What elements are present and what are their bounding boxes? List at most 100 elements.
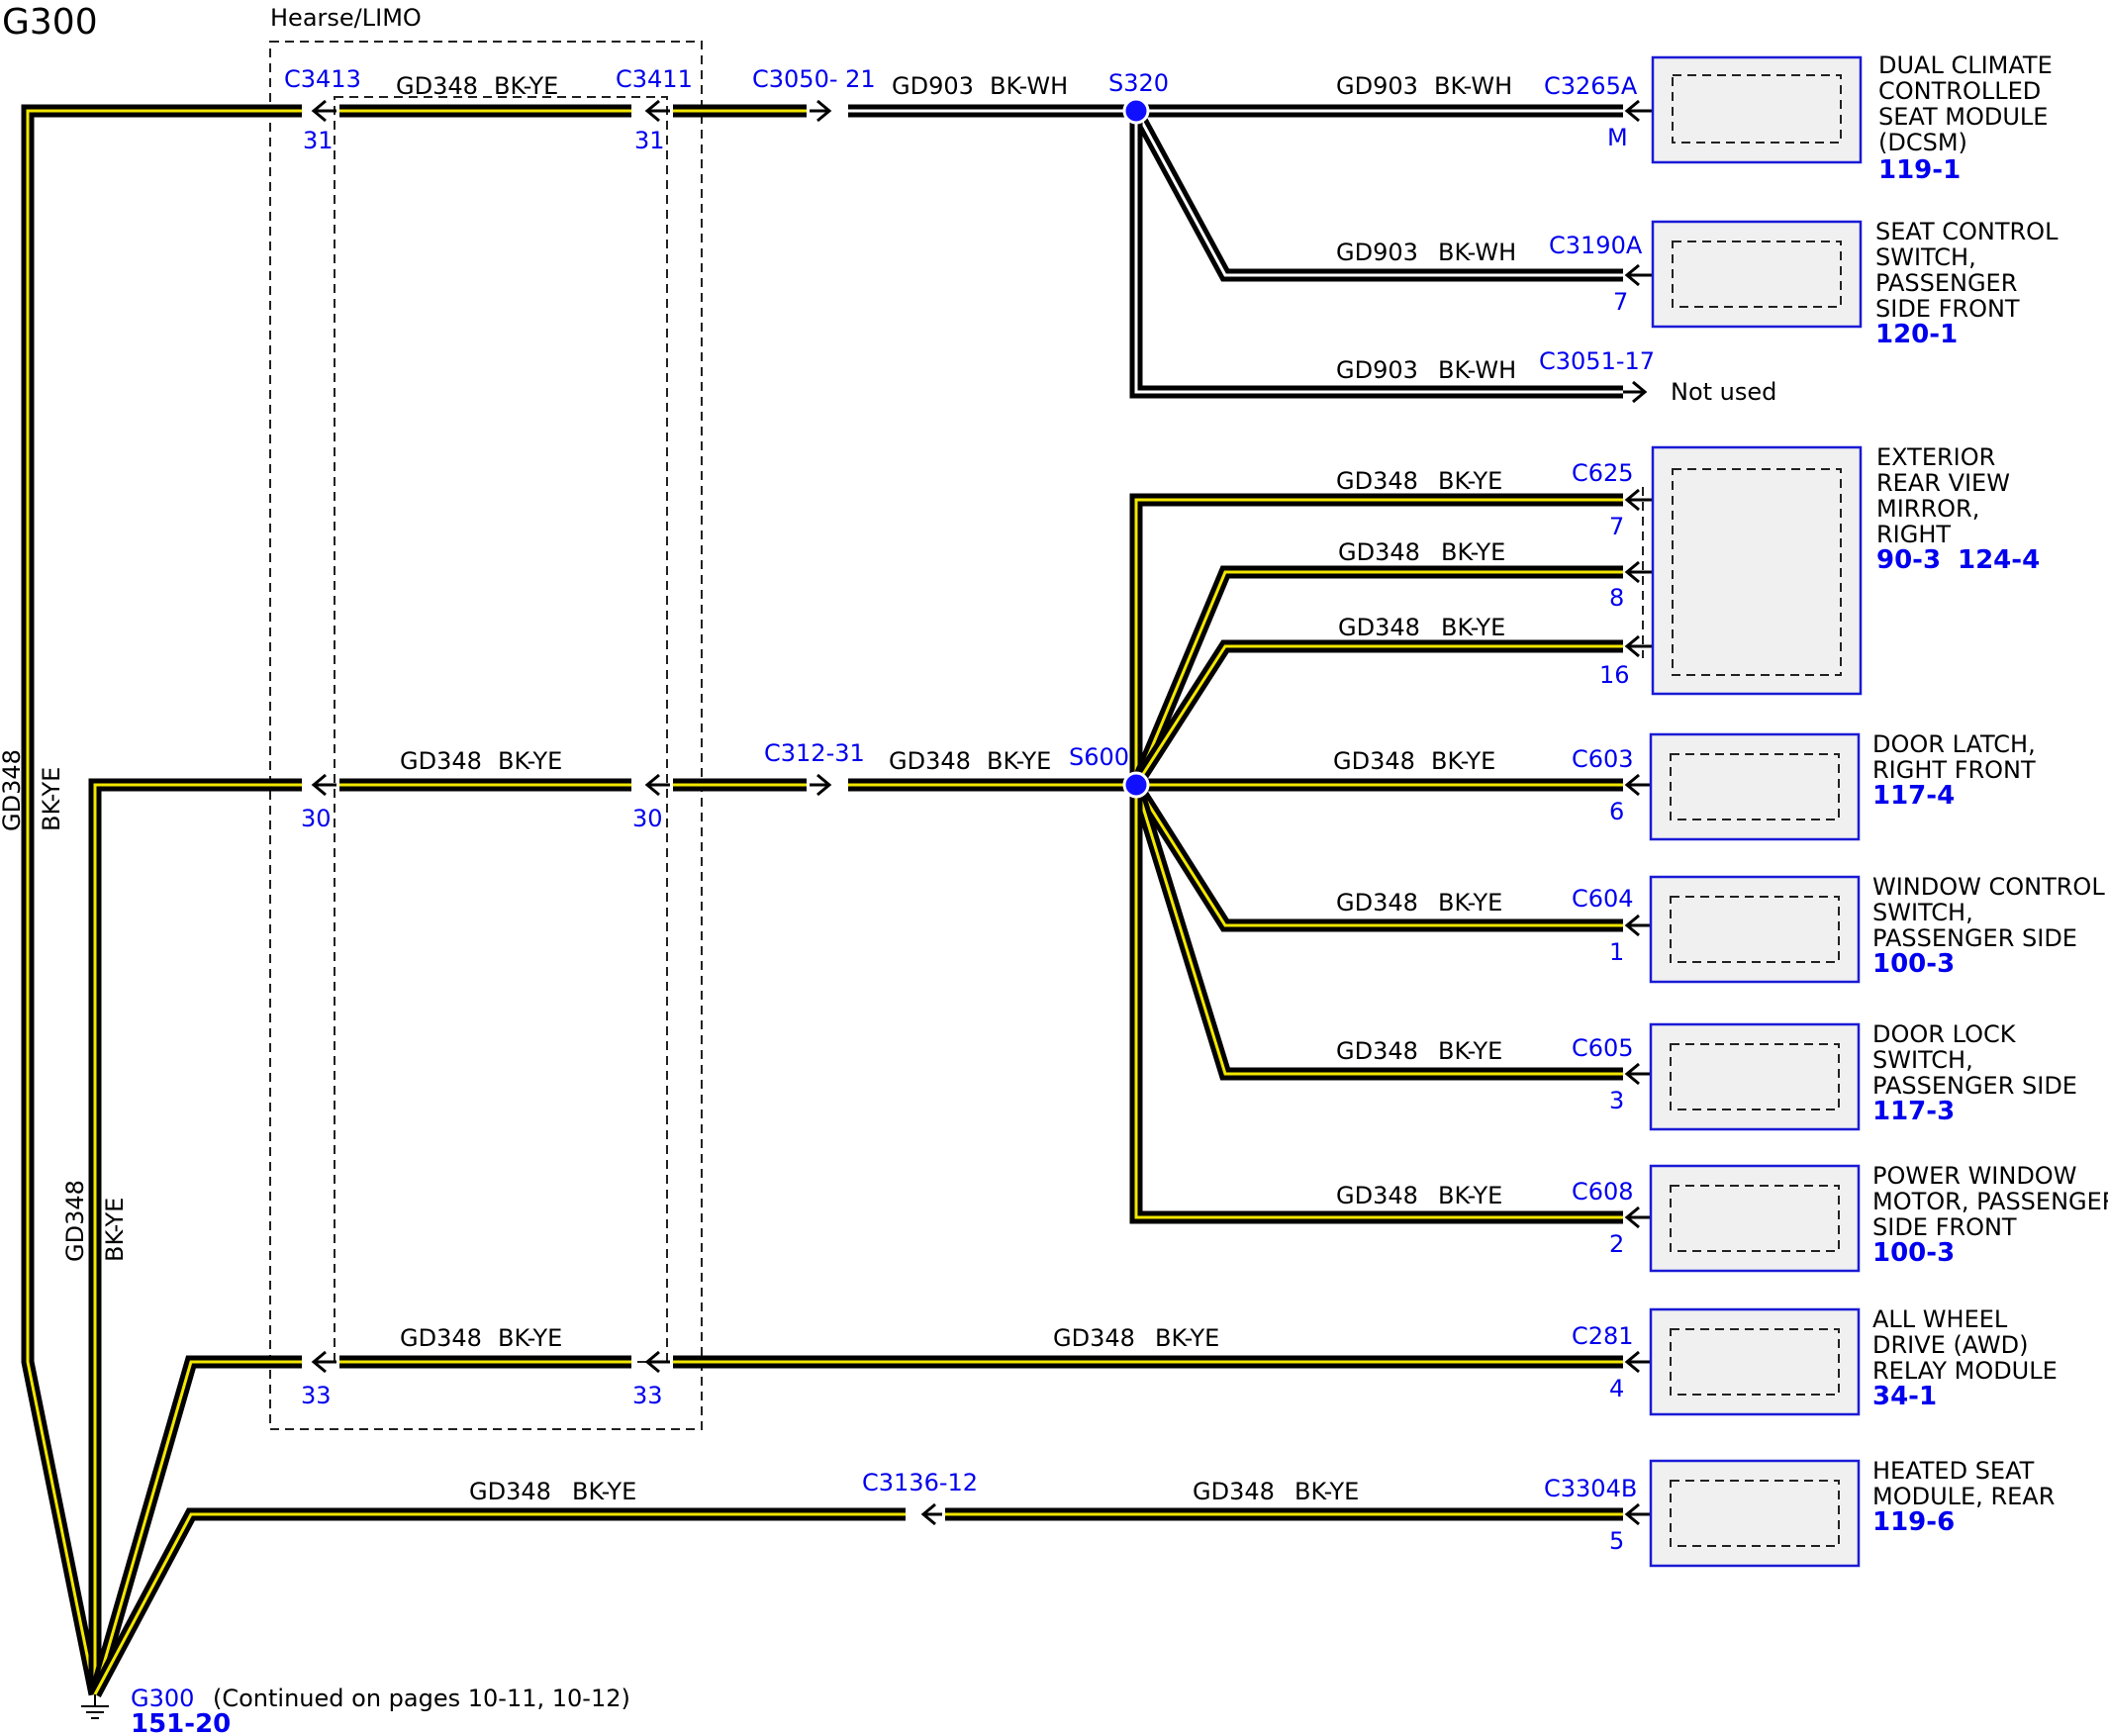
component-door-latch (1649, 732, 1861, 841)
connector-c3050-label: C3050- 21 (752, 65, 876, 93)
c3413-pin33-arrow-icon (311, 1350, 336, 1374)
wire-gd348-s600-c604 (1130, 781, 1623, 932)
wire-label-color: BK-WH (1438, 239, 1516, 266)
pin-c3413-31: 31 (303, 127, 334, 154)
connector-c608-label: C608 (1572, 1178, 1634, 1206)
hearse-limo-label: Hearse/LIMO (270, 4, 422, 32)
component-page-ref[interactable]: 117-4 (1872, 781, 1955, 811)
component-name-line: PASSENGER SIDE (1872, 1072, 2077, 1100)
wire-label-circuit-vertical: GD348 (0, 749, 26, 831)
component-page-ref[interactable]: 90-3 (1876, 545, 1941, 575)
component-name-line: PASSENGER (1875, 269, 2017, 297)
connector-c625-label: C625 (1572, 459, 1634, 487)
wire-label-color: BK-YE (987, 747, 1051, 775)
wire-label-color: BK-YE (1294, 1478, 1359, 1505)
component-name-line: SIDE FRONT (1875, 295, 2020, 323)
component-name-line: DOOR LATCH, (1872, 730, 2036, 758)
c3413-pin31-arrow-icon (311, 99, 336, 123)
c3411-pin31-arrow-icon (644, 99, 670, 123)
pin-c3413-33: 33 (301, 1382, 332, 1409)
connector-c3304b-label: C3304B (1544, 1475, 1637, 1502)
connector-c605-label: C605 (1572, 1034, 1634, 1062)
window-motor-text: POWER WINDOW MOTOR, PASSENGER SIDE FRONT… (1872, 1162, 2108, 1268)
component-name-line: POWER WINDOW (1872, 1162, 2076, 1190)
wire-label-color: BK-WH (1438, 356, 1516, 384)
c3413-pin30-arrow-icon (311, 773, 336, 797)
heated-seat-text: HEATED SEAT MODULE, REAR 119-6 (1872, 1457, 2055, 1537)
component-page-ref[interactable]: 34-1 (1872, 1382, 1937, 1411)
pin-c3304b: 5 (1609, 1527, 1624, 1555)
wire-label-color: BK-YE (498, 1324, 562, 1352)
c3051-arrow-icon (1623, 380, 1648, 404)
component-page-ref[interactable]: 100-3 (1872, 1238, 1955, 1268)
wire-gd348-trunk-30 (88, 778, 302, 1694)
pin-c604: 1 (1609, 938, 1624, 966)
component-name-line: SWITCH, (1875, 243, 1976, 271)
connector-c3411-top-label: C3411 (616, 65, 693, 93)
wire-label-circuit: GD903 (1336, 356, 1418, 384)
pin-c3190a: 7 (1613, 288, 1628, 316)
wire-label-color: BK-YE (1438, 889, 1502, 916)
pin-c608: 2 (1609, 1230, 1624, 1258)
hearse-limo-inner-outline (334, 96, 668, 1363)
component-seat-switch (1651, 220, 1863, 329)
component-page-ref[interactable]: 100-3 (1872, 949, 1955, 979)
c3050-arrow-icon (810, 99, 832, 123)
ground-name: G300 (131, 1685, 194, 1712)
awd-text: ALL WHEEL DRIVE (AWD) RELAY MODULE 34-1 (1872, 1305, 2058, 1411)
connector-c312-label: C312-31 (764, 739, 865, 767)
wire-gd348-branch-c3136 (89, 1507, 906, 1698)
component-dcsm (1651, 55, 1863, 164)
component-page-ref[interactable]: 117-3 (1872, 1097, 1955, 1126)
component-page-ref[interactable]: 120-1 (1875, 320, 1958, 349)
wire-gd348-s600-c625-16 (1130, 639, 1623, 789)
component-page-ref[interactable]: 119-1 (1878, 155, 1961, 185)
ground-page-ref[interactable]: 151-20 (131, 1709, 231, 1736)
wire-label-color-vertical: BK-YE (101, 1198, 129, 1262)
ground-continued-note: (Continued on pages 10-11, 10-12) (213, 1685, 630, 1712)
component-heated-seat (1649, 1459, 1861, 1568)
c3411-pin33-arrow-icon (644, 1350, 670, 1374)
window-switch-text: WINDOW CONTROL SWITCH, PASSENGER SIDE 10… (1872, 873, 2105, 979)
component-name-line: REAR VIEW (1876, 469, 2010, 497)
wire-label-circuit: GD348 (1336, 1182, 1418, 1209)
wire-label-circuit: GD348 (1338, 614, 1420, 641)
component-page-ref[interactable]: 119-6 (1872, 1507, 1955, 1537)
component-name-line: DRIVE (AWD) (1872, 1331, 2029, 1359)
wire-gd903-s320-c3190a (1130, 107, 1623, 282)
wire-label-circuit: GD348 (396, 72, 478, 100)
wire-label-circuit: GD348 (1336, 889, 1418, 916)
wire-label-color: BK-WH (1434, 72, 1512, 100)
pin-c281: 4 (1609, 1375, 1624, 1402)
wire-label-circuit: GD903 (1336, 72, 1418, 100)
component-door-lock (1649, 1022, 1861, 1131)
component-name-line: DOOR LOCK (1872, 1020, 2017, 1048)
component-name-line: SWITCH, (1872, 899, 1973, 926)
wire-label-circuit: GD348 (400, 1324, 482, 1352)
component-name-line: SEAT MODULE (1878, 103, 2048, 131)
door-lock-text: DOOR LOCK SWITCH, PASSENGER SIDE 117-3 (1872, 1020, 2077, 1126)
wire-label-circuit: GD348 (1053, 1324, 1135, 1352)
connector-c603-label: C603 (1572, 745, 1634, 773)
wire-gd348-s600-c605 (1129, 783, 1623, 1081)
c312-arrow-icon (810, 773, 832, 797)
wire-label-circuit: GD348 (889, 747, 971, 775)
wire-label-circuit: GD348 (1193, 1478, 1275, 1505)
connector-c604-label: C604 (1572, 885, 1634, 913)
hearse-limo-outline (269, 41, 703, 1430)
wire-label-color: BK-YE (1441, 614, 1505, 641)
component-name-line: CONTROLLED (1878, 77, 2041, 105)
wire-label-circuit: GD348 (1338, 538, 1420, 566)
component-name-line: MODULE, REAR (1872, 1483, 2055, 1510)
wire-label-color: BK-YE (494, 72, 558, 100)
component-window-motor (1649, 1164, 1861, 1273)
wire-label-color: BK-YE (498, 747, 562, 775)
component-name-line: (DCSM) (1878, 129, 1967, 156)
wire-label-circuit: GD903 (892, 72, 974, 100)
wire-gd348-s600-c625-8 (1130, 565, 1623, 788)
component-name-line: RIGHT FRONT (1872, 756, 2036, 784)
pin-c625-16: 16 (1599, 661, 1630, 689)
component-page-ref[interactable]: 124-4 (1958, 545, 2040, 575)
wire-label-circuit: GD348 (1336, 1037, 1418, 1065)
component-name-line: SIDE FRONT (1872, 1213, 2017, 1241)
